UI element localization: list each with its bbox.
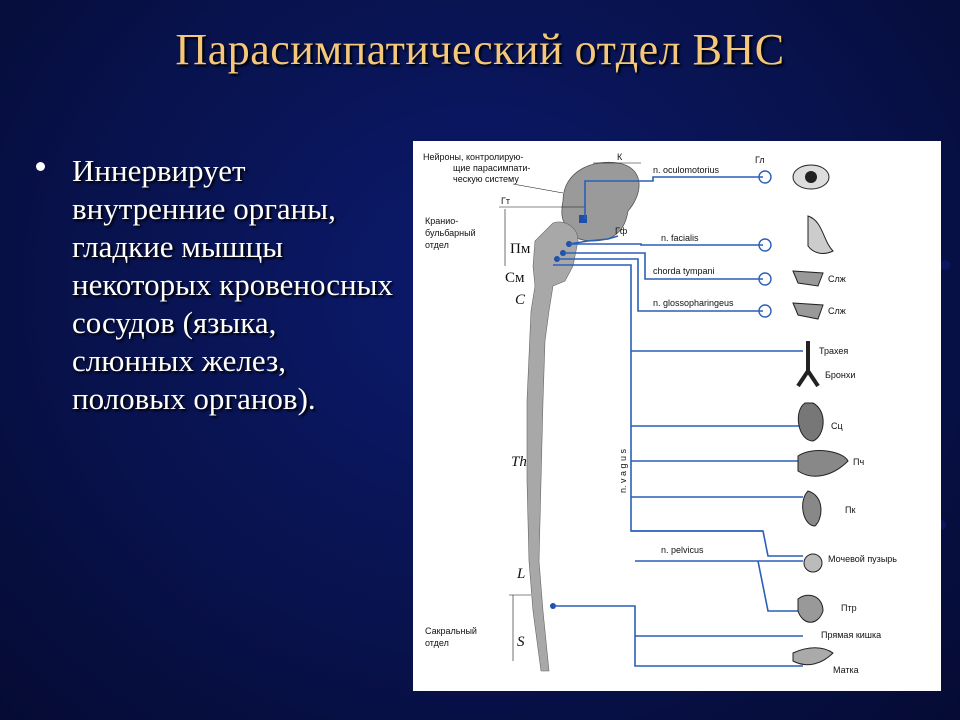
label-cranio-2: бульбарный bbox=[425, 228, 476, 238]
spinal-cord bbox=[526, 221, 579, 672]
ganglion-marker bbox=[758, 238, 772, 252]
label-neurons: Нейроны, контролирую- bbox=[423, 152, 523, 162]
gland-organ-icon bbox=[792, 270, 824, 287]
label-s: S bbox=[517, 634, 525, 650]
label-cranio-1: Кранио- bbox=[425, 216, 458, 226]
intestine-organ-icon bbox=[797, 594, 824, 623]
label-neurons-3: ческую систему bbox=[453, 174, 519, 184]
label-organ-rectum: Прямая кишка bbox=[821, 630, 881, 640]
anatomy-figure: Нейроны, контролирую- щие парасимпати- ч… bbox=[413, 141, 941, 691]
slide-title: Парасимпатический отдел ВНС bbox=[175, 25, 785, 74]
trachea-organ-icon bbox=[796, 341, 820, 388]
label-organ-ptr: Птр bbox=[841, 603, 857, 613]
label-nerve-pelvicus: n. pelvicus bbox=[661, 545, 704, 555]
decor-dot bbox=[936, 520, 946, 530]
label-l: L bbox=[516, 566, 525, 582]
label-c: C bbox=[515, 292, 526, 308]
label-organ-eye: Гл bbox=[755, 155, 765, 165]
label-sacral-2: отдел bbox=[425, 638, 449, 648]
nerve-vagus-to-pelvic bbox=[631, 530, 803, 557]
ganglion-marker bbox=[758, 272, 772, 286]
label-th: Th bbox=[511, 454, 527, 470]
bladder-organ-icon bbox=[803, 553, 823, 573]
label-sm: См bbox=[505, 270, 525, 286]
parasympathetic-diagram: Нейроны, контролирую- щие парасимпати- ч… bbox=[423, 152, 897, 675]
label-k: К bbox=[617, 152, 623, 162]
nerve-facialis bbox=[568, 235, 763, 246]
ganglion-marker bbox=[758, 304, 772, 318]
label-nerve-chorda: chorda tympani bbox=[653, 266, 715, 276]
label-organ-gland-2: Слж bbox=[828, 306, 846, 316]
decor-dot bbox=[940, 260, 950, 270]
bullet-list: Иннервирует внутренние органы, гладкие м… bbox=[36, 152, 396, 418]
bullet-text: Иннервирует внутренние органы, гладкие м… bbox=[72, 153, 393, 416]
nerve-oculomotorius bbox=[584, 176, 763, 219]
label-sacral-1: Сакральный bbox=[425, 626, 477, 636]
label-organ-kidney: Пк bbox=[845, 505, 855, 515]
bullet-marker bbox=[36, 162, 45, 171]
label-pm: Пм bbox=[510, 241, 531, 257]
uterus-organ-icon bbox=[792, 647, 834, 666]
eye-pupil-icon bbox=[805, 171, 817, 183]
nerve-pelvicus bbox=[553, 560, 808, 667]
label-gt: Гт bbox=[501, 196, 510, 206]
kidney-organ-icon bbox=[802, 490, 822, 527]
nerve-vagus bbox=[553, 264, 803, 532]
heart-organ-icon bbox=[797, 402, 824, 442]
label-organ-trachea: Трахея bbox=[819, 346, 848, 356]
label-neurons-2: щие парасимпати- bbox=[453, 163, 530, 173]
nucleus-marker bbox=[579, 215, 587, 223]
label-organ-heart: Сц bbox=[831, 421, 843, 431]
label-organ-bladder: Мочевой пузырь bbox=[828, 554, 897, 564]
label-gf: Гф bbox=[615, 226, 628, 236]
pointer-line bbox=[512, 183, 564, 194]
nerve-glossopharingeus bbox=[557, 258, 763, 312]
label-organ-uterus: Матка bbox=[833, 665, 859, 675]
label-organ-bronchi: Бронхи bbox=[825, 370, 855, 380]
label-cranio-3: отдел bbox=[425, 240, 449, 250]
label-nerve-vagus: n. v a g u s bbox=[618, 448, 628, 493]
label-organ-liver: Пч bbox=[853, 457, 864, 467]
label-organ-gland-1: Слж bbox=[828, 274, 846, 284]
label-nerve-facialis: n. facialis bbox=[661, 233, 699, 243]
label-nerve-oculomotorius: n. oculomotorius bbox=[653, 165, 720, 175]
label-nerve-glossopharingeus: n. glossopharingeus bbox=[653, 298, 734, 308]
nose-organ-icon bbox=[807, 215, 834, 254]
ganglion-marker bbox=[758, 170, 772, 184]
nerve-chorda bbox=[563, 252, 763, 280]
liver-organ-icon bbox=[797, 450, 849, 477]
gland-organ-icon bbox=[792, 302, 824, 320]
